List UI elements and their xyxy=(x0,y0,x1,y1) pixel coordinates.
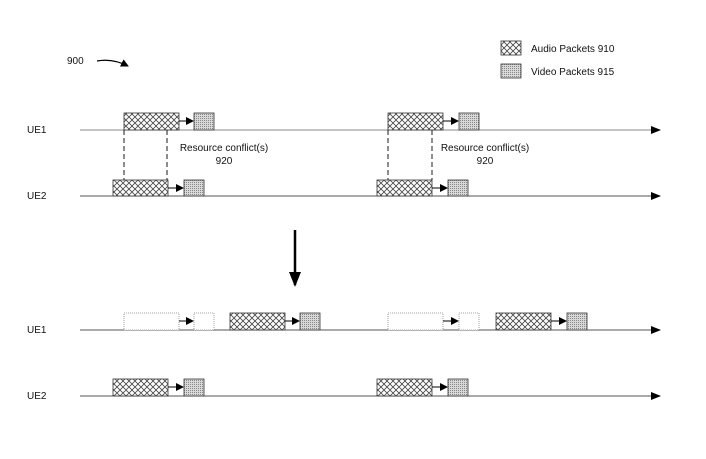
after-ue2-label: UE2 xyxy=(27,391,47,402)
after-ue1-label: UE1 xyxy=(27,325,47,336)
before-ue1-label: UE1 xyxy=(27,125,47,136)
video-packet xyxy=(447,378,469,397)
audio-packet xyxy=(387,112,444,131)
legend-video-label: Video Packets 915 xyxy=(531,67,615,78)
legend: Audio Packets 910 Video Packets 915 xyxy=(500,40,615,79)
audio-packet xyxy=(495,312,552,331)
video-packet xyxy=(458,112,480,131)
before-ue1-timeline: UE1 xyxy=(27,112,661,136)
audio-packet xyxy=(229,312,286,331)
after-ue2-timeline: UE2 xyxy=(27,378,661,402)
figure-ref-arrow-icon xyxy=(96,59,129,67)
before-ue2-label: UE2 xyxy=(27,191,47,202)
before-ue2-timeline: UE2 xyxy=(27,179,661,202)
video-packet xyxy=(299,312,321,331)
vacated-audio-slot xyxy=(123,312,180,331)
vacated-audio-slot xyxy=(387,312,444,331)
legend-audio-swatch xyxy=(500,40,522,56)
conflict-label-1: Resource conflict(s) xyxy=(180,143,268,154)
video-packet xyxy=(193,112,215,131)
audio-packet xyxy=(123,112,180,131)
vacated-video-slot xyxy=(193,312,215,331)
legend-video-swatch xyxy=(500,63,522,79)
vacated-video-slot xyxy=(458,312,480,331)
figure-ref-label: 900 xyxy=(67,56,84,67)
conflict-markers xyxy=(123,130,433,180)
conflict-label-2: Resource conflict(s) xyxy=(441,143,529,154)
conflict-number-1: 920 xyxy=(216,156,233,167)
audio-packet xyxy=(112,378,169,397)
video-packet xyxy=(447,179,469,197)
transition-arrow-down-icon xyxy=(289,272,301,287)
audio-packet xyxy=(376,378,433,397)
audio-packet xyxy=(112,179,169,197)
audio-packet xyxy=(376,179,433,197)
video-packet xyxy=(566,312,588,331)
conflict-number-2: 920 xyxy=(477,156,494,167)
video-packet xyxy=(183,179,205,197)
legend-audio-label: Audio Packets 910 xyxy=(531,44,615,55)
after-ue1-timeline: UE1 xyxy=(27,312,661,336)
video-packet xyxy=(183,378,205,397)
